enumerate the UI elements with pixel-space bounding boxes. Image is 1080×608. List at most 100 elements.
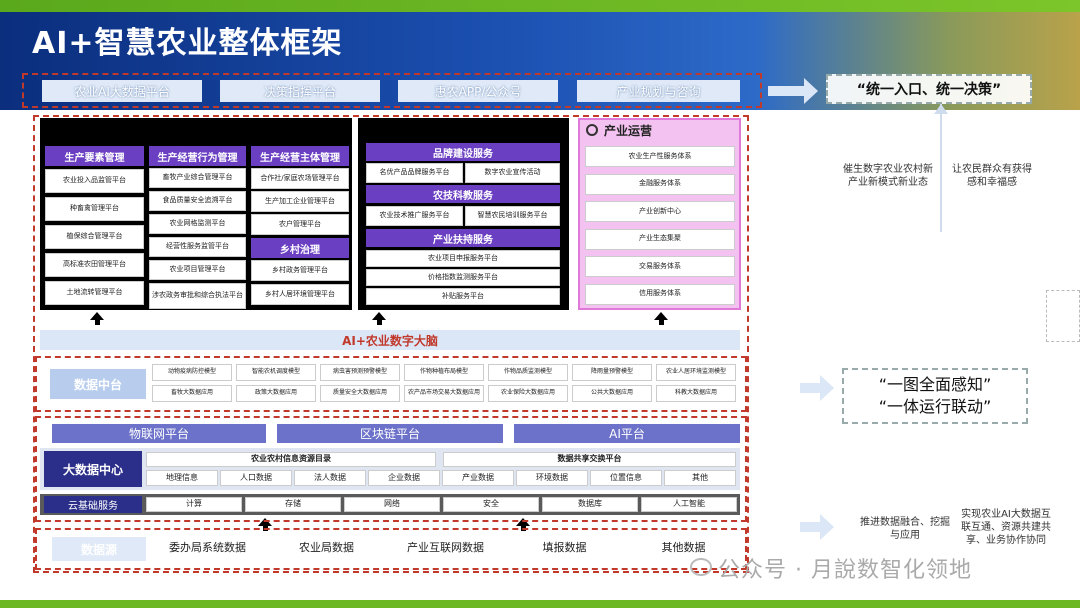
header-rural-governance: 乡村治理 (251, 238, 349, 258)
slogan-middle: “一图全面感知”“一体运行联动” (842, 368, 1028, 424)
industry-item: 产业创新中心 (585, 201, 735, 222)
side-text-c: 推进数据融合、挖掘与应用 (860, 517, 950, 541)
source-item: 产业互联网数据 (388, 535, 503, 561)
behavior-item: 农业网格监测平台 (149, 214, 246, 234)
cell-tech-1: 农业技术推广服务平台 (366, 206, 463, 226)
arrow-up-icon (516, 518, 530, 526)
header-tech: 农技科教服务 (366, 185, 560, 203)
model-item: 作物种植布局模型 (404, 364, 484, 381)
support-item: 农业项目申报服务平台 (366, 250, 560, 267)
cloud-item: 安全 (443, 497, 539, 512)
cloud-item: 网络 (344, 497, 440, 512)
behavior-item: 食品质量安全追溯平台 (149, 191, 246, 211)
cell-brand-1: 名优产品品牌服务平台 (366, 163, 463, 183)
ai-platform: AI平台 (514, 424, 740, 443)
model-item: 智能农机调度模型 (236, 364, 316, 381)
source-item: 委办局系统数据 (150, 535, 265, 561)
app-item: 质量安全大数据应用 (320, 385, 400, 402)
side-text-d: 实现农业AI大数据互联互通、资源共建共享、业务协作协同 (961, 509, 1051, 546)
nav-item-planning[interactable]: 产业规划与咨询 (577, 80, 740, 102)
factor-item: 高标准农田管理平台 (45, 253, 144, 277)
nav-item-decision[interactable]: 决策指挥平台 (220, 80, 380, 102)
blockchain-platform: 区块链平台 (277, 424, 503, 443)
source-item: 其他数据 (626, 535, 741, 561)
industry-item: 产业生态集聚 (585, 228, 735, 250)
arrow-right-icon-2 (820, 375, 834, 401)
nav-frame (22, 73, 762, 108)
industry-item: 信用服务体系 (585, 283, 735, 305)
arrow-up-icon (372, 312, 386, 320)
bigdata-center-label: 大数据中心 (44, 451, 142, 487)
side-text-b: 让农民群众有获得感和幸福感 (952, 164, 1032, 188)
arrow-body (768, 86, 806, 96)
behavior-item: 经营性服务监管平台 (149, 237, 246, 257)
bigdata-item: 法人数据 (294, 470, 366, 486)
infra-frame (35, 416, 747, 522)
factor-item: 植保综合管理平台 (45, 225, 144, 249)
behavior-item: 畜牧产业综合管理平台 (149, 168, 246, 188)
data-source-label: 数据源 (52, 537, 146, 561)
arrow-up-icon (934, 104, 948, 114)
industry-item: 交易服务体系 (585, 256, 735, 277)
cell-brand-2: 数字农业宣传活动 (465, 163, 560, 183)
bigdata-item: 人口数据 (220, 470, 292, 486)
data-middle-frame (35, 356, 747, 412)
connector-line (940, 104, 942, 232)
model-item: 降雨量预警模型 (572, 364, 652, 381)
watermark: 公众号 · 月說数智化领地 (718, 558, 972, 583)
cloud-label: 云基础服务 (44, 496, 142, 513)
governance-item: 乡村人居环境管理平台 (251, 284, 349, 305)
arrow-up-icon (654, 312, 668, 320)
cell-tech-2: 智慧农民培训服务平台 (465, 206, 560, 226)
data-source-frame (35, 528, 747, 570)
arrow-right-icon-3 (820, 514, 834, 540)
wechat-icon (690, 558, 712, 576)
bigdata-item: 产业数据 (442, 470, 514, 486)
arrow-body-3 (800, 522, 822, 532)
data-middle-label: 数据中台 (50, 369, 146, 399)
support-item: 补贴服务平台 (366, 288, 560, 305)
governance-item: 乡村政务管理平台 (251, 260, 349, 281)
factor-item: 农业投入品监管平台 (45, 169, 144, 193)
digital-brain-bar: AI+农业数字大脑 (40, 330, 740, 350)
architecture-frame (33, 115, 749, 573)
compass-icon (586, 124, 598, 136)
app-item: 公共大数据应用 (572, 385, 652, 402)
header-brand: 品牌建设服务 (366, 143, 560, 161)
app-item: 畜牧大数据应用 (152, 385, 232, 402)
model-item: 作物品质监测模型 (488, 364, 568, 381)
arrow-right-icon (804, 78, 818, 104)
header-industry-ops: 产业运营 (604, 124, 653, 138)
bigdata-item: 地理信息 (146, 470, 218, 486)
source-item: 填报数据 (507, 535, 622, 561)
subject-item: 生产加工企业管理平台 (251, 191, 349, 212)
industry-item: 农业生产性服务体系 (585, 146, 735, 167)
arrow-stem (95, 319, 100, 325)
support-item: 价格指数监测服务平台 (366, 269, 560, 286)
bigdata-item: 企业数据 (368, 470, 440, 486)
top-accent-bar (0, 0, 1080, 12)
cloud-item: 数据库 (542, 497, 638, 512)
behavior-item: 农业项目管理平台 (149, 260, 246, 280)
industry-item: 金融服务体系 (585, 173, 735, 195)
header-operation-behavior: 生产经营行为管理 (149, 146, 246, 166)
cloud-item: 存储 (245, 497, 341, 512)
arrow-stem (659, 319, 664, 325)
side-text-a: 催生数字农业农村新产业新模式新业态 (843, 164, 933, 188)
app-item: 农产品市场交易大数据应用 (404, 385, 484, 402)
nav-item-bigdata[interactable]: 农业AI大数据平台 (42, 80, 202, 102)
nav-item-app[interactable]: 惠农APP/公众号 (398, 80, 558, 102)
data-exchange: 数据共享交换平台 (443, 452, 736, 467)
app-item: 科教大数据应用 (656, 385, 736, 402)
app-item: 农业保险大数据应用 (488, 385, 568, 402)
model-item: 农业人居环境监测模型 (656, 364, 736, 381)
arrow-stem (377, 319, 382, 325)
page-title: AI+智慧农业整体框架 (32, 26, 343, 61)
factor-item: 土地流转管理平台 (45, 281, 144, 305)
model-item: 动物疫病防控模型 (152, 364, 232, 381)
arrow-up-icon (258, 518, 272, 526)
edge-box (1046, 290, 1080, 342)
behavior-item: 涉农政务审批和综合执法平台 (149, 283, 246, 309)
arrow-up-icon (90, 312, 104, 320)
subject-item: 农户管理平台 (251, 214, 349, 235)
